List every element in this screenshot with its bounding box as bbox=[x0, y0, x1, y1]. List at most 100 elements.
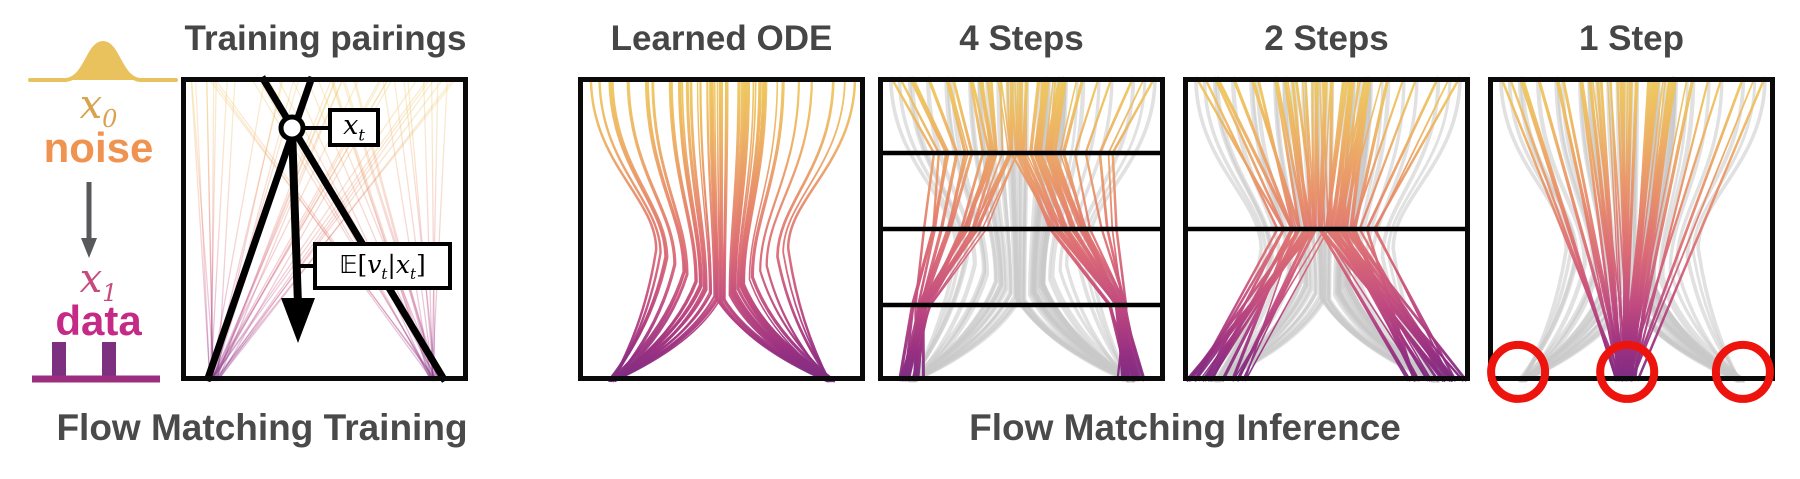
flow-trajectory-line bbox=[1630, 76, 1756, 382]
flow-trajectory-line bbox=[1631, 76, 1711, 382]
true-flow-ghost-line bbox=[907, 76, 968, 383]
flow-trajectory-line bbox=[589, 76, 658, 382]
flow-trajectory-line bbox=[741, 76, 836, 383]
true-flow-ghost-line bbox=[1650, 76, 1747, 383]
true-flow-ghost-line bbox=[1696, 76, 1767, 382]
flow-trajectory-line bbox=[610, 76, 698, 383]
flow-trajectory-line bbox=[759, 76, 834, 382]
flow-trajectory-line bbox=[613, 76, 686, 382]
flow-trajectory-line bbox=[1628, 76, 1695, 382]
xt-sample-node bbox=[278, 114, 306, 142]
expected-velocity-arrow-head-icon bbox=[281, 298, 315, 343]
expected-velocity-label-box: 𝔼[vt|xt] bbox=[313, 242, 452, 290]
training-pair-line bbox=[215, 76, 433, 382]
flow-trajectory-line bbox=[1622, 76, 1626, 382]
training-pair-line bbox=[209, 76, 266, 382]
2-steps-canvas bbox=[1183, 76, 1470, 384]
panel-2-steps bbox=[1183, 76, 1470, 384]
panel-border bbox=[1488, 77, 1775, 381]
error-circle-marker bbox=[1487, 340, 1550, 403]
flow-trajectory-line bbox=[613, 76, 689, 383]
flow-trajectory-line bbox=[612, 76, 716, 382]
training-pair-line bbox=[210, 76, 215, 382]
flow-trajectory-line bbox=[1609, 76, 1626, 382]
flow-trajectory-line bbox=[598, 76, 662, 382]
training-pair-line bbox=[217, 76, 236, 382]
flow-trajectory-line bbox=[776, 76, 835, 382]
flow-trajectory-line bbox=[722, 76, 832, 382]
panel-learned-ode bbox=[578, 76, 865, 383]
flow-trajectory-line bbox=[613, 76, 677, 383]
true-flow-ghost-line bbox=[912, 76, 977, 383]
panel-1-step bbox=[1487, 76, 1775, 403]
flow-trajectory-line bbox=[1626, 76, 1631, 382]
error-circle-marker bbox=[1711, 340, 1774, 403]
title-training-pairings: Training pairings bbox=[184, 19, 467, 58]
flow-trajectory-line bbox=[1557, 76, 1620, 382]
training-pair-line bbox=[209, 76, 430, 382]
true-flow-ghost-line bbox=[913, 76, 990, 383]
flow-trajectory-line bbox=[1499, 76, 1624, 382]
true-flow-ghost-line bbox=[1522, 76, 1597, 382]
training-pair-line bbox=[216, 76, 437, 382]
training-pair-line bbox=[406, 76, 435, 382]
title-1-step: 1 Step bbox=[1578, 19, 1685, 58]
flow-trajectory-line bbox=[750, 76, 836, 383]
flow-trajectory-line bbox=[734, 76, 830, 382]
flow-trajectory-line bbox=[718, 76, 831, 382]
flow-trajectory-line bbox=[1627, 76, 1676, 382]
x0-label: x0 bbox=[79, 82, 118, 133]
x1-label: x1 bbox=[79, 256, 118, 307]
flow-trajectory-line bbox=[610, 76, 719, 382]
flow-trajectory-line bbox=[608, 76, 686, 383]
true-flow-ghost-line bbox=[1499, 76, 1569, 382]
noise-to-data-arrow-icon bbox=[81, 182, 97, 258]
data-distribution-icon bbox=[32, 342, 160, 383]
flow-trajectory-line bbox=[786, 76, 857, 382]
flow-trajectory-line bbox=[1588, 76, 1623, 382]
flow-trajectory-line bbox=[608, 76, 667, 382]
flow-trajectory-line bbox=[1606, 76, 1624, 382]
training-pair-line bbox=[210, 76, 420, 382]
flow-trajectory-line bbox=[1629, 76, 1745, 382]
training-pair-line bbox=[393, 76, 435, 382]
true-flow-ghost-line bbox=[1660, 76, 1746, 383]
training-pair-line bbox=[431, 76, 439, 382]
flow-trajectory-line bbox=[1536, 76, 1626, 382]
panel-border bbox=[578, 77, 865, 381]
caption-flow-matching-inference: Flow Matching Inference bbox=[969, 407, 1401, 448]
training-pair-line bbox=[214, 76, 338, 382]
training-pair-line bbox=[210, 76, 229, 382]
flow-trajectory-line bbox=[613, 76, 706, 383]
panel-border bbox=[1183, 77, 1470, 381]
flow-trajectory-line bbox=[1636, 76, 1767, 382]
flow-trajectory-line bbox=[748, 76, 831, 382]
training-pair-line bbox=[206, 76, 438, 382]
panel-training-pairings: xt 𝔼[vt|xt] bbox=[181, 75, 468, 383]
flow-trajectory-line bbox=[730, 76, 831, 383]
flow-trajectory-line bbox=[611, 76, 712, 382]
panel-border bbox=[878, 77, 1165, 381]
training-pair-line bbox=[431, 76, 449, 382]
training-pairings-canvas bbox=[181, 75, 468, 383]
true-flow-ghost-line bbox=[1521, 76, 1623, 383]
noise-label: noise bbox=[43, 124, 154, 171]
flow-trajectory-line bbox=[765, 76, 830, 382]
flow-trajectory-line bbox=[782, 76, 846, 382]
1-step-canvas bbox=[1487, 76, 1775, 403]
training-pair-line bbox=[190, 76, 211, 382]
true-flow-ghost-line bbox=[1522, 76, 1587, 383]
title-learned-ode: Learned ODE bbox=[610, 19, 833, 58]
training-pair-line bbox=[381, 76, 432, 382]
learned-ode-canvas bbox=[578, 76, 865, 383]
flow-trajectory-line bbox=[614, 76, 721, 382]
noise-distribution-icon bbox=[28, 40, 178, 82]
flow-trajectory-line bbox=[1623, 76, 1655, 382]
training-pair-line bbox=[422, 76, 434, 382]
4-steps-canvas bbox=[878, 76, 1165, 384]
title-2-steps: 2 Steps bbox=[1264, 19, 1389, 58]
true-flow-ghost-line bbox=[1685, 76, 1746, 383]
flow-trajectory-line bbox=[1518, 76, 1619, 382]
data-label: data bbox=[55, 297, 142, 344]
